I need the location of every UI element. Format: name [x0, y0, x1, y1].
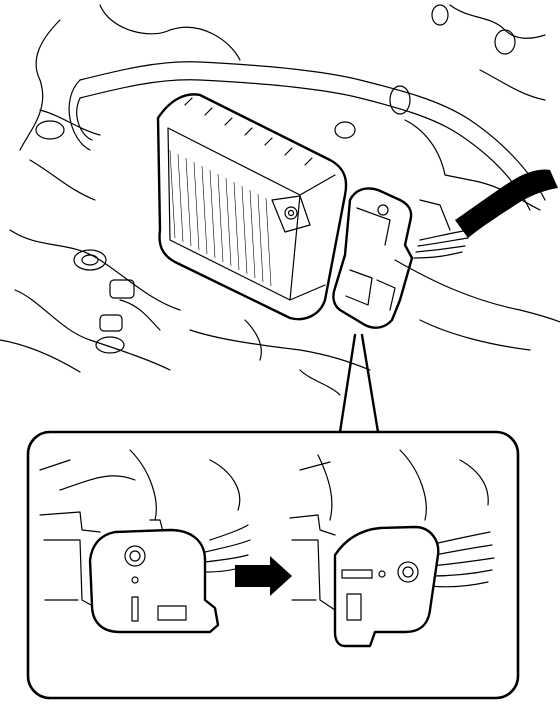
detail-before: [39, 449, 251, 634]
detail-after: [289, 449, 495, 648]
right-arrow-icon: [235, 556, 292, 596]
ecu-module: [156, 93, 348, 321]
wire-harness: [413, 169, 558, 259]
ecu-fin-hatching: [169, 149, 272, 287]
detail-callout-pointer: [338, 333, 380, 434]
hose-upper: [68, 61, 546, 211]
connector-bracket-top: [332, 187, 414, 329]
engine-bay-background: [0, 4, 560, 396]
